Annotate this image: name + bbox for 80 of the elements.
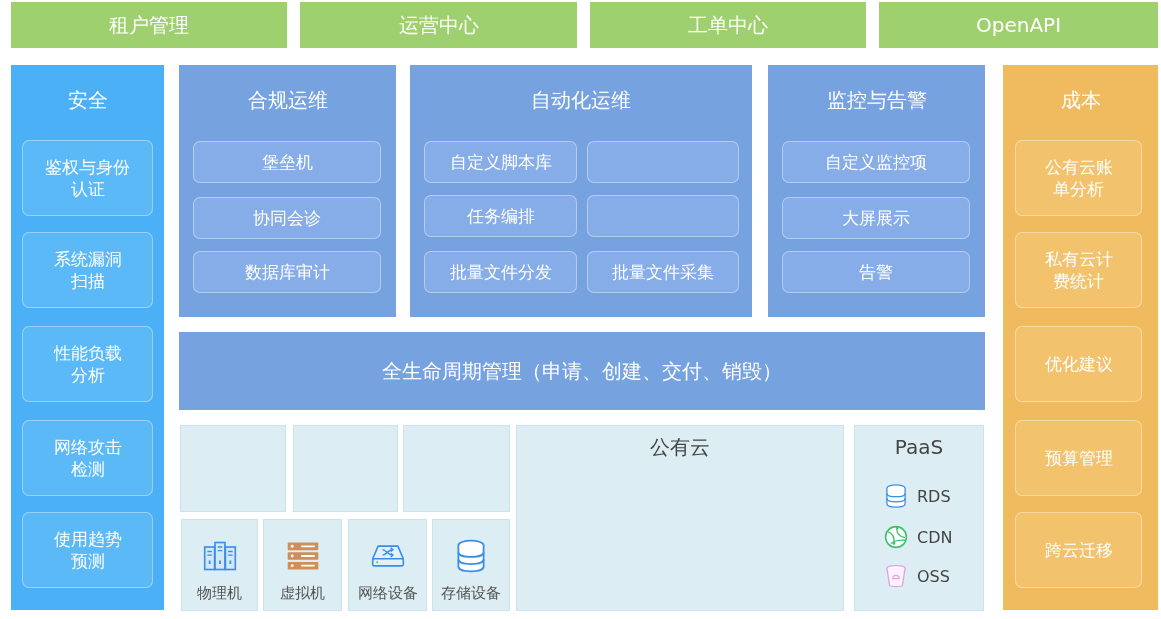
feature-card xyxy=(782,141,970,183)
module-panel xyxy=(11,65,164,610)
feature-card xyxy=(22,326,153,402)
feature-label: 公有云账单分析 xyxy=(1043,156,1114,200)
feature-label: 性能负载分析 xyxy=(52,342,123,386)
feature-label: 批量文件采集 xyxy=(612,261,714,283)
feature-label: 使用趋势预测 xyxy=(52,528,123,572)
resource-tile xyxy=(432,519,510,611)
module-panel xyxy=(179,65,396,317)
module-panel xyxy=(410,65,752,317)
panel-title: 自动化运维 xyxy=(530,87,632,113)
feature-label: 数据库审计 xyxy=(244,261,330,283)
feature-label: 鉴权与身份认证 xyxy=(44,156,131,200)
feature-card xyxy=(782,251,970,293)
feature-card xyxy=(1015,140,1142,216)
feature-label: 告警 xyxy=(859,261,893,283)
module-panel xyxy=(768,65,985,317)
feature-card xyxy=(1015,512,1142,588)
feature-card xyxy=(22,420,153,496)
cloud-panel xyxy=(516,425,844,611)
feature-card xyxy=(587,251,739,293)
module-title: 工单中心 xyxy=(688,11,768,39)
feature-card xyxy=(22,232,153,308)
feature-card xyxy=(22,140,153,216)
feature-label: 大屏展示 xyxy=(842,207,910,229)
lifecycle-title: 全生命周期管理（申请、创建、交付、销毁） xyxy=(382,357,782,385)
module-panel xyxy=(1003,65,1158,610)
panel-title: 安全 xyxy=(66,87,109,113)
feature-label: 自定义监控项 xyxy=(825,151,927,173)
feature-card xyxy=(22,512,153,588)
feature-card xyxy=(424,141,577,183)
blank-tile xyxy=(403,425,510,512)
feature-label: 优化建议 xyxy=(1044,353,1113,375)
module-bar xyxy=(300,2,577,48)
blank-tile xyxy=(293,425,398,512)
feature-card xyxy=(1015,232,1142,308)
module-title: 租户管理 xyxy=(109,11,189,39)
panel-title: PaaS xyxy=(893,434,945,460)
feature-card xyxy=(1015,326,1142,402)
paas-panel xyxy=(854,425,984,611)
resource-label: 虚拟机 xyxy=(280,584,325,603)
blank-card xyxy=(587,195,739,237)
feature-label: 任务编排 xyxy=(466,205,535,227)
module-title: OpenAPI xyxy=(975,13,1062,37)
feature-card xyxy=(193,141,381,183)
feature-card xyxy=(193,197,381,239)
feature-label: 协同会诊 xyxy=(253,207,321,229)
service-label: RDS xyxy=(917,486,951,506)
feature-label: 自定义脚本库 xyxy=(449,151,552,173)
feature-label: 网络攻击检测 xyxy=(52,436,123,480)
blank-tile xyxy=(180,425,286,512)
feature-label: 批量文件分发 xyxy=(449,261,552,283)
module-title: 运营中心 xyxy=(398,11,479,39)
feature-card xyxy=(782,197,970,239)
feature-card xyxy=(424,195,577,237)
service-label: CDN xyxy=(917,527,953,547)
resource-label: 网络设备 xyxy=(357,584,418,603)
panel-title: 监控与告警 xyxy=(825,87,928,113)
resource-tile xyxy=(181,519,258,611)
resource-tile xyxy=(263,519,342,611)
panel-title: 合规运维 xyxy=(246,87,329,113)
lifecycle-bar xyxy=(179,332,985,410)
resource-tile xyxy=(348,519,427,611)
panel-title: 公有云 xyxy=(649,434,711,460)
resource-label: 物理机 xyxy=(197,584,242,603)
feature-card xyxy=(193,251,381,293)
blank-card xyxy=(587,141,739,183)
resource-label: 存储设备 xyxy=(441,584,501,603)
module-bar xyxy=(879,2,1158,48)
feature-label: 系统漏洞扫描 xyxy=(52,248,123,292)
feature-card xyxy=(424,251,577,293)
service-label: OSS xyxy=(917,566,950,586)
feature-label: 跨云迁移 xyxy=(1044,539,1113,561)
feature-card xyxy=(1015,420,1142,496)
feature-label: 预算管理 xyxy=(1044,447,1113,469)
feature-label: 私有云计费统计 xyxy=(1043,248,1114,292)
feature-label: 堡垒机 xyxy=(261,151,313,173)
module-bar xyxy=(590,2,866,48)
panel-title: 成本 xyxy=(1059,87,1102,113)
module-bar xyxy=(11,2,287,48)
